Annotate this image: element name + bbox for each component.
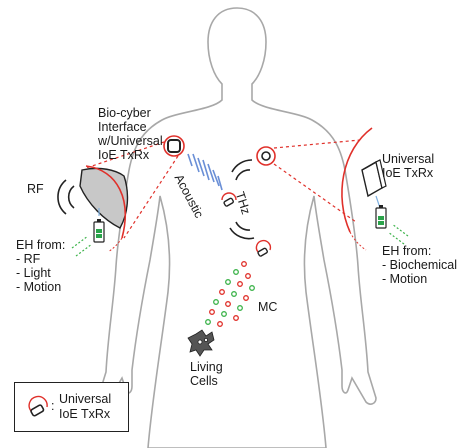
universal-txrx-chest-icon	[256, 146, 276, 166]
living-cells-label: Living Cells	[190, 360, 223, 388]
bio-cyber-interface-chip-icon	[163, 135, 185, 157]
battery-icon	[375, 205, 387, 229]
mc-label: MC	[258, 300, 278, 314]
eh-from-left-label: EH from: - RF - Light - Motion	[16, 238, 66, 294]
txrx-icon	[28, 395, 48, 417]
implant-device-icon	[361, 159, 387, 198]
rf-wave-icon	[57, 179, 75, 215]
cell-cluster-icon	[187, 329, 215, 357]
interface-zoom-arc	[85, 165, 126, 239]
energy-harvest-arrows-right	[387, 223, 409, 245]
rf-label: RF	[27, 182, 44, 196]
universal-txrx-label: Universal IoE TxRx	[382, 152, 435, 180]
right-interface-arc	[341, 127, 373, 233]
eh-from-right-label: EH from: - Biochemical - Motion	[382, 244, 458, 286]
legend: : Universal IoE TxRx	[14, 382, 129, 432]
legend-colon: :	[51, 399, 55, 413]
interface-zoom-skin	[79, 167, 129, 229]
txrx-icon	[221, 192, 237, 207]
legend-label: Universal IoE TxRx	[59, 392, 112, 421]
human-body-outline	[97, 7, 377, 448]
txrx-icon	[255, 239, 272, 257]
battery-icon	[93, 208, 105, 243]
energy-harvest-arrows-left	[71, 235, 93, 257]
molecular-communication-dots	[205, 261, 255, 327]
bio-cyber-interface-label: Bio-cyber Interface w/Universal IoE TxRx	[98, 106, 163, 162]
thz-wave-icon	[229, 159, 255, 240]
acoustic-wave-icon	[187, 153, 223, 191]
